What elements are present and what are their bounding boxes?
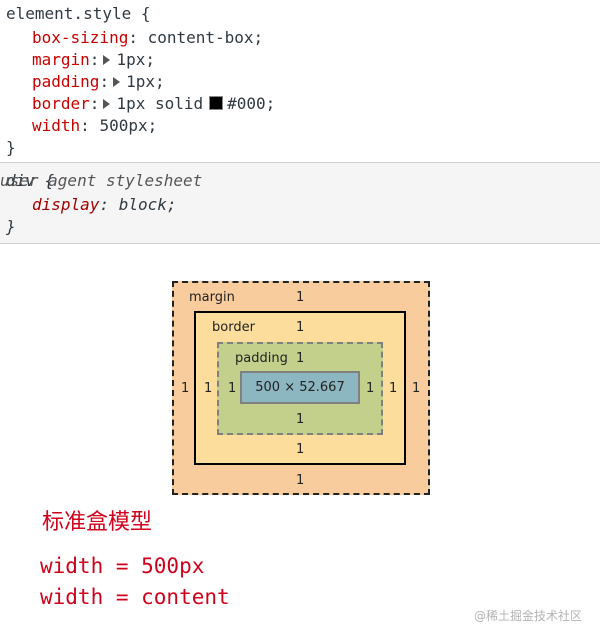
property-name[interactable]: box-sizing <box>32 28 129 47</box>
annotation-title: 标准盒模型 <box>42 510 153 535</box>
property-name[interactable]: width <box>32 116 81 135</box>
property-value[interactable]: content-box; <box>147 28 264 47</box>
padding-bottom-value[interactable]: 1 <box>296 412 305 427</box>
declaration-padding[interactable]: padding:1px; <box>32 72 165 91</box>
ua-close-brace: } <box>6 217 16 236</box>
property-name: display <box>32 195 100 214</box>
annotation-line-2: width = content <box>40 585 230 609</box>
element-style-selector: element.style { <box>6 4 151 23</box>
annotation-line-1: width = 500px <box>40 554 205 578</box>
rule-close-brace: } <box>6 138 16 157</box>
border-top-value[interactable]: 1 <box>296 320 305 335</box>
box-model-content[interactable]: 500 × 52.667 <box>240 371 360 404</box>
property-name[interactable]: margin <box>32 50 90 69</box>
padding-right-value[interactable]: 1 <box>366 381 375 396</box>
expand-triangle-icon[interactable] <box>103 99 111 109</box>
declaration-width[interactable]: width: 500px; <box>32 116 158 135</box>
color-swatch-icon[interactable] <box>209 96 224 110</box>
property-value[interactable]: 500px; <box>99 116 158 135</box>
ua-origin-label: user agent stylesheet <box>0 171 203 190</box>
element-style-rule: element.style { box-sizing: content-box;… <box>0 0 600 162</box>
margin-label: margin <box>189 290 235 305</box>
border-label: border <box>212 320 255 335</box>
margin-bottom-value[interactable]: 1 <box>296 473 305 488</box>
border-right-value[interactable]: 1 <box>389 381 398 396</box>
property-name[interactable]: border <box>32 94 90 113</box>
padding-top-value[interactable]: 1 <box>296 351 305 366</box>
ua-selector: div { <box>6 171 55 190</box>
property-value[interactable]: 1px; <box>126 72 165 91</box>
color-value[interactable]: #000; <box>227 94 276 113</box>
border-bottom-value[interactable]: 1 <box>296 442 305 457</box>
property-value[interactable]: 1px; <box>116 50 155 69</box>
declaration-display: display: block; <box>32 195 177 214</box>
padding-label: padding <box>235 351 288 366</box>
border-left-value[interactable]: 1 <box>204 381 213 396</box>
property-value: block; <box>118 195 177 214</box>
padding-left-value[interactable]: 1 <box>228 381 237 396</box>
property-name[interactable]: padding <box>32 72 100 91</box>
watermark: @稀土掘金技术社区 <box>473 609 582 623</box>
margin-left-value[interactable]: 1 <box>181 381 190 396</box>
user-agent-rule: div { user agent stylesheet display: blo… <box>0 162 600 244</box>
margin-right-value[interactable]: 1 <box>412 381 421 396</box>
declaration-margin[interactable]: margin:1px; <box>32 50 155 69</box>
declaration-border[interactable]: border:1px solid#000; <box>32 94 276 113</box>
margin-top-value[interactable]: 1 <box>296 290 305 305</box>
expand-triangle-icon[interactable] <box>103 55 111 65</box>
content-size: 500 × 52.667 <box>255 380 345 395</box>
expand-triangle-icon[interactable] <box>113 77 121 87</box>
property-value[interactable]: 1px solid <box>116 94 204 113</box>
declaration-box-sizing[interactable]: box-sizing: content-box; <box>32 28 264 47</box>
